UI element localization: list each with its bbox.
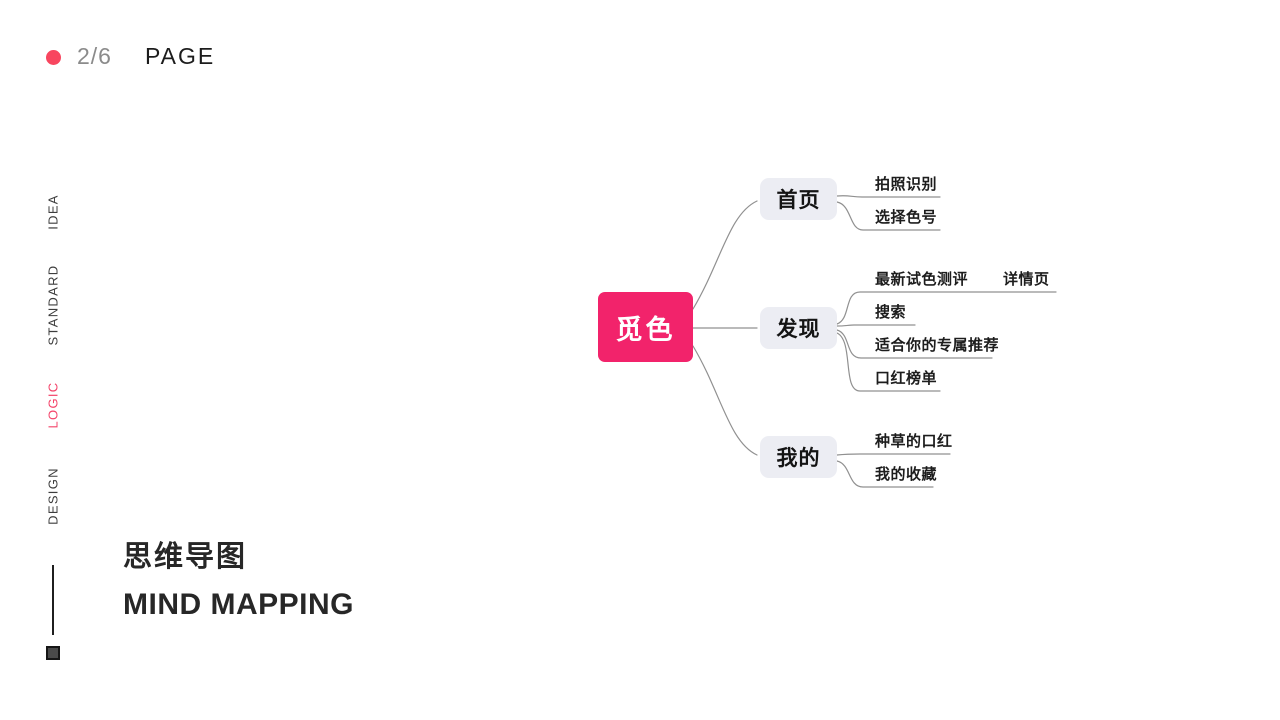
connector-root-mine [692, 345, 758, 456]
page-number: 2/6 [77, 43, 112, 69]
connector-discover-child3 [836, 329, 993, 359]
mindmap-leaf-search: 搜索 [875, 303, 907, 321]
mindmap-node-home: 首页 [760, 178, 837, 220]
mindmap-leaf-choose-shade: 选择色号 [875, 208, 938, 226]
connector-mine-child2 [836, 460, 934, 488]
connector-discover-child4 [836, 332, 941, 392]
footer-vertical-line [52, 565, 54, 635]
mindmap-root-node: 觅色 [598, 292, 693, 362]
mindmap-leaf-lipstick-ranking: 口红榜单 [875, 369, 938, 387]
page-indicator-dot [46, 50, 61, 65]
connector-root-home [692, 200, 758, 310]
connector-discover-child1 [836, 291, 1057, 325]
mindmap-node-discover: 发现 [760, 307, 837, 349]
connector-discover-child2 [836, 324, 916, 327]
mindmap-leaf-my-favorites: 我的收藏 [875, 465, 938, 483]
slide-title-en: MIND MAPPING [123, 588, 354, 621]
connector-home-child1 [836, 195, 941, 198]
page-label: PAGE [145, 43, 216, 69]
mindmap-leaf-wishlist-lipsticks: 种草的口红 [875, 432, 953, 450]
connector-home-child2 [836, 201, 941, 231]
mindmap-node-mine: 我的 [760, 436, 837, 478]
mindmap-leaf-detail-page: 详情页 [1003, 270, 1050, 288]
mindmap-leaf-latest-swatch-review: 最新试色测评 [875, 270, 969, 288]
mindmap-leaf-photo-recognition: 拍照识别 [875, 175, 938, 193]
slide-title-zh: 思维导图 [123, 541, 248, 573]
page-header: 2/6 PAGE [0, 0, 1280, 90]
footer-square-marker [46, 646, 60, 660]
mindmap-leaf-personal-recommend: 适合你的专属推荐 [875, 336, 1000, 354]
connector-mine-child1 [836, 453, 951, 456]
